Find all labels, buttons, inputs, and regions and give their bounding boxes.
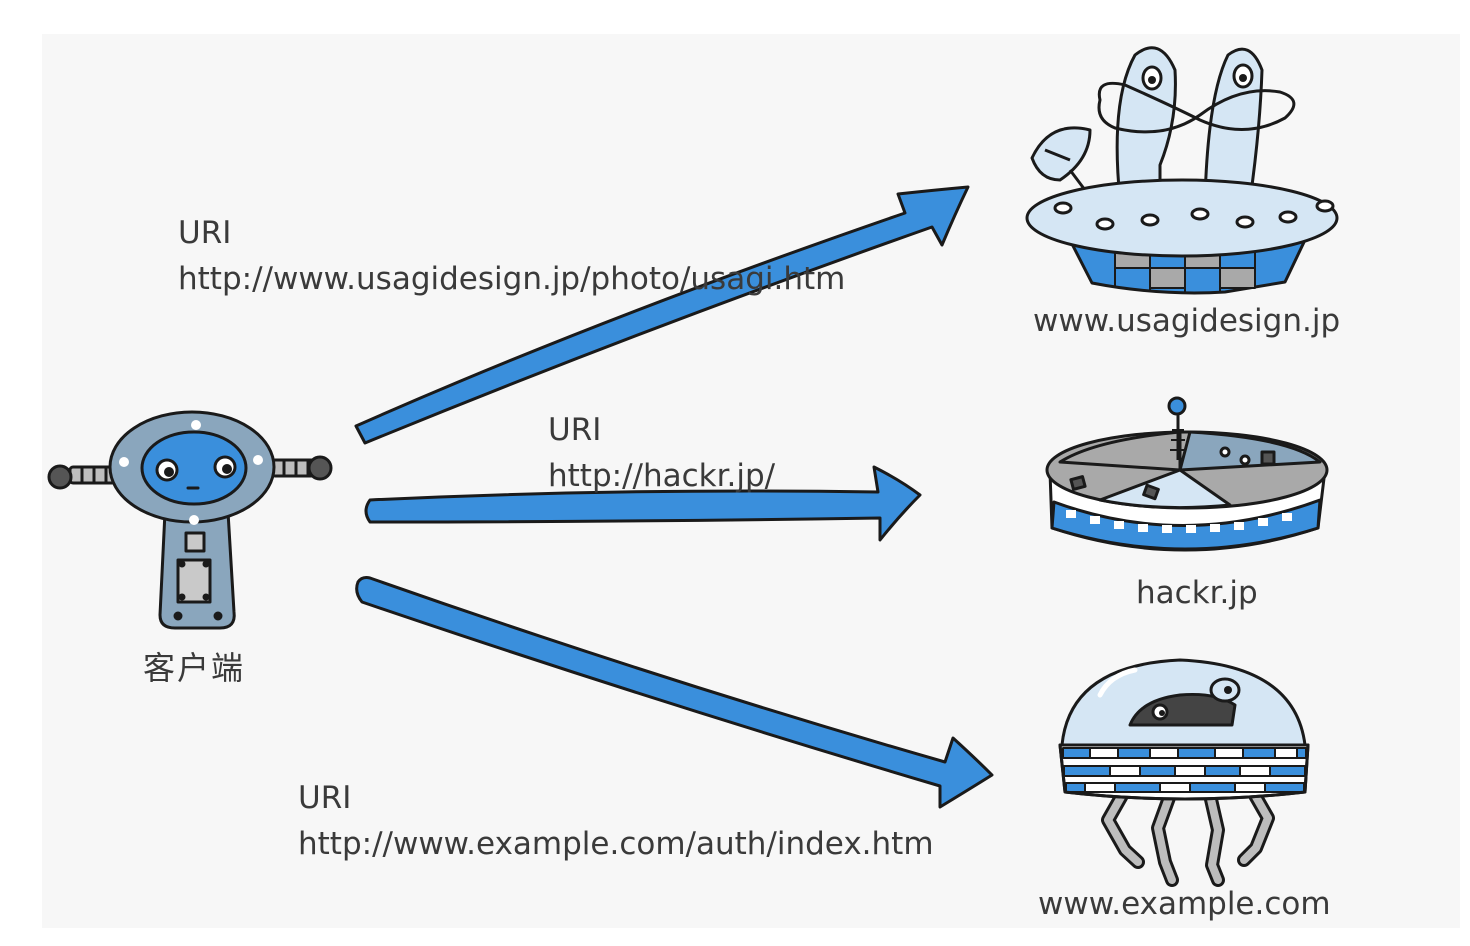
uri-tag-3: URI	[298, 783, 351, 814]
uri-tag-2: URI	[548, 415, 601, 446]
uri-value-3: http://www.example.com/auth/index.htm	[298, 829, 934, 860]
uri-value-2: http://hackr.jp/	[548, 461, 775, 492]
server-usagidesign-icon	[1027, 48, 1337, 293]
client-robot-icon	[49, 412, 331, 628]
server-label-example: www.example.com	[1038, 889, 1331, 920]
server-hackr-icon	[1047, 398, 1327, 550]
uri-value-1: http://www.usagidesign.jp/photo/usagi.ht…	[178, 264, 845, 295]
server-label-usagidesign: www.usagidesign.jp	[1033, 306, 1340, 337]
arrow-to-example	[357, 578, 992, 808]
uri-tag-1: URI	[178, 218, 231, 249]
server-label-hackr: hackr.jp	[1136, 578, 1258, 609]
server-example-icon	[1060, 660, 1308, 880]
arrow-to-usagidesign	[356, 187, 968, 443]
client-label: 客户端	[143, 652, 245, 684]
